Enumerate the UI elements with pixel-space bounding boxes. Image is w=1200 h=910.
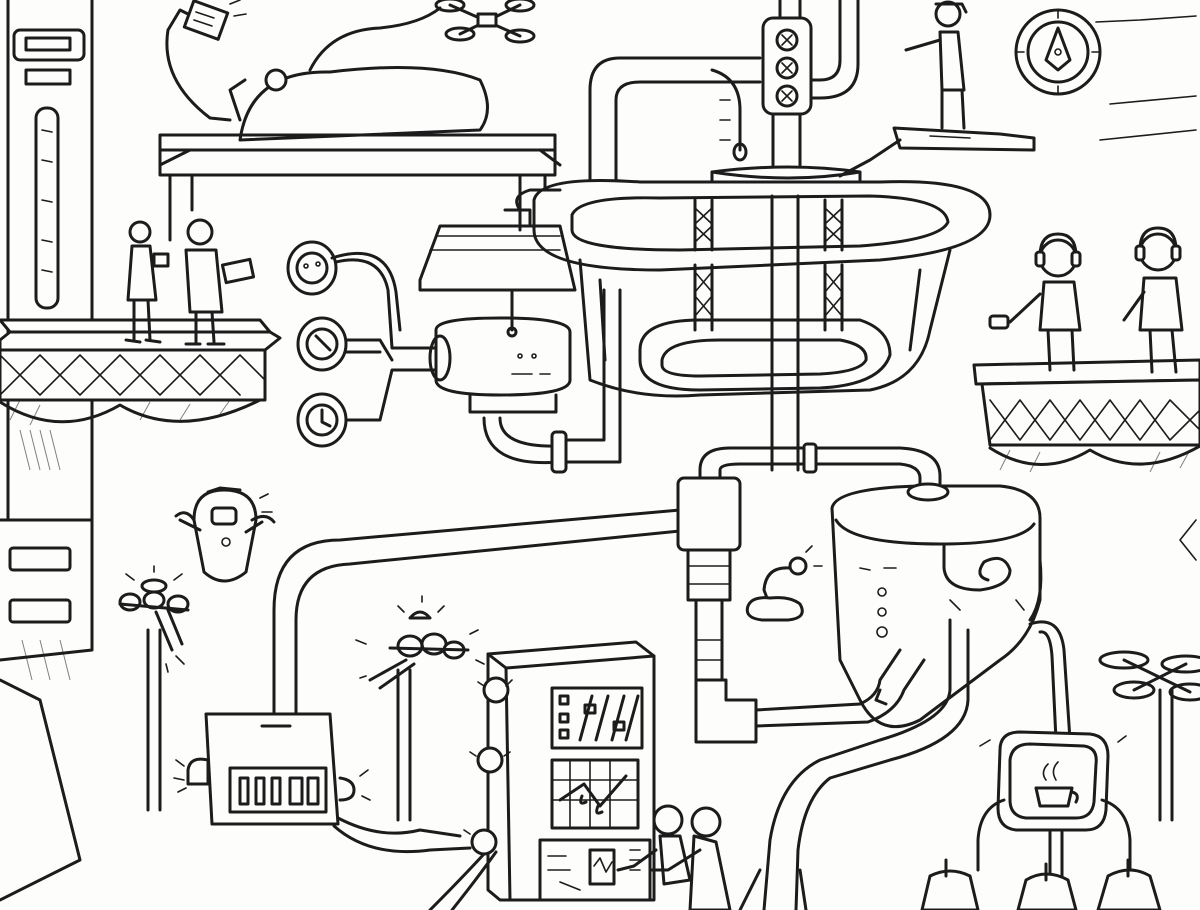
console-operators [616, 804, 732, 910]
top-drone [434, 0, 536, 44]
right-tower [676, 442, 942, 744]
bed-area [158, 0, 562, 242]
right-drone [1098, 650, 1200, 822]
scientist-with-clipboard [184, 218, 256, 346]
center-console [486, 640, 656, 902]
gauge-panel [286, 240, 438, 448]
right-edge-lines [949, 15, 1197, 611]
left-platform [0, 318, 282, 426]
clock-icon [305, 403, 339, 437]
right-platform [972, 358, 1200, 473]
bottom-pipes [738, 618, 970, 910]
flying-pod [174, 486, 276, 583]
mixer-tank [418, 188, 622, 474]
lamp-drone-middle [355, 595, 485, 822]
worker-with-headphones-right [1122, 226, 1184, 374]
top-pipe [588, 56, 762, 202]
left-lower-column [0, 429, 94, 902]
scientist-with-notebook [124, 220, 170, 344]
left-column [6, 0, 94, 522]
worker-with-headphones-left [988, 232, 1082, 372]
hoverboard-man [838, 0, 1036, 178]
music-notes-icon [558, 774, 628, 808]
headphones-icon [1038, 232, 1078, 258]
central-tank [532, 165, 992, 472]
traffic-light [761, 0, 860, 167]
siren-light-icon [186, 757, 210, 786]
right-cable [1028, 620, 1072, 742]
compass-icon [1014, 8, 1102, 96]
small-gadget [745, 545, 823, 622]
right-cylinder-tank [830, 482, 1043, 729]
coffee-cup-icon [1034, 786, 1074, 808]
coffee-machine [976, 730, 1132, 882]
lamp-drone-left [118, 565, 190, 812]
left-control-box [173, 508, 692, 854]
console-lights [428, 676, 513, 910]
cup-dispensers [920, 858, 1162, 910]
